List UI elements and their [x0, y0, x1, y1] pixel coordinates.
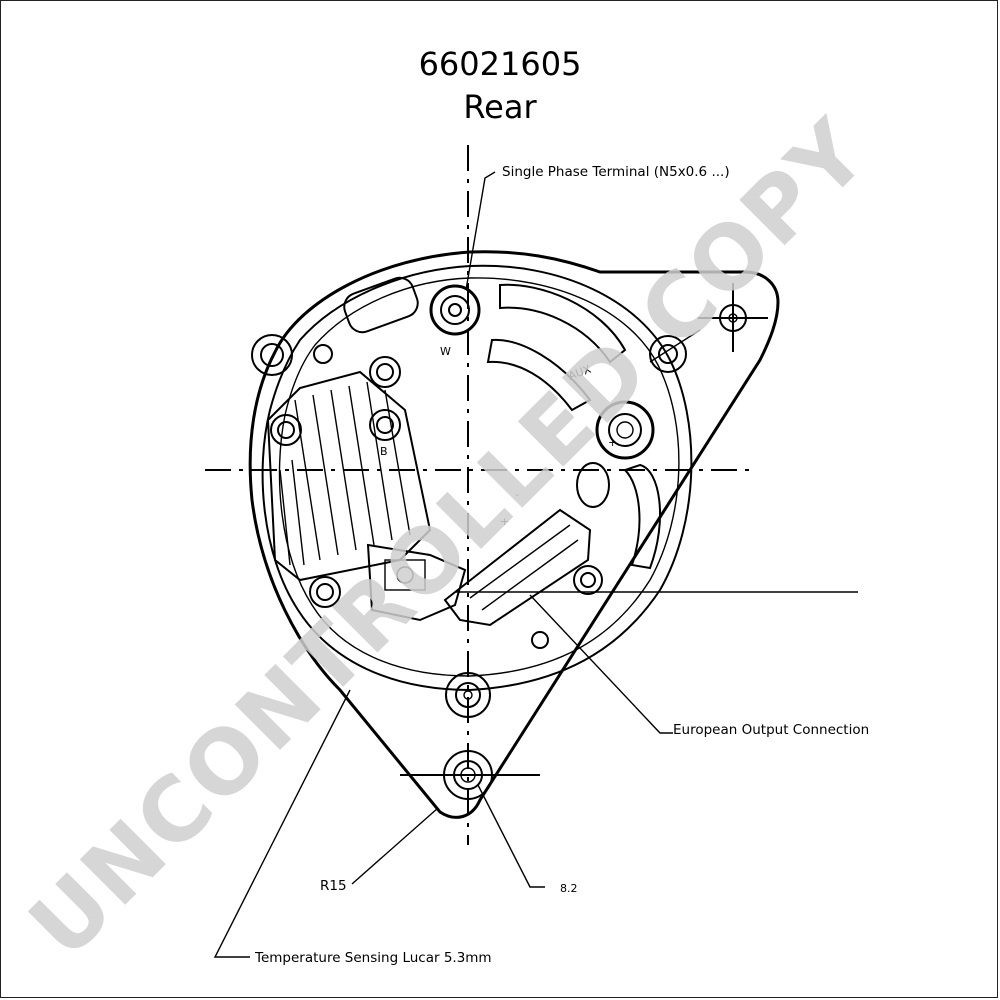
mounting-bolts [251, 284, 687, 718]
leader-8-2 [477, 784, 545, 888]
bolt-bottom [445, 672, 491, 718]
drawing-title: 66021605 [419, 45, 582, 83]
plus-marking: + [608, 436, 617, 449]
bolt-top-right [649, 335, 687, 373]
adjustment-ear-hole [698, 283, 768, 352]
connector-minus-marking: - [515, 488, 519, 501]
regulator-heatsink [266, 370, 432, 582]
bolt-left [270, 414, 302, 446]
drawing-subtitle: Rear [463, 88, 537, 126]
alternator-housing [248, 250, 780, 819]
cooling-slots [313, 276, 661, 649]
bolt-lower-right [573, 565, 603, 595]
bolt-lower-left [309, 576, 341, 608]
leader-ear [649, 329, 701, 363]
w-marking: W [440, 345, 451, 358]
r15-label: R15 [320, 878, 347, 894]
leader-single-phase [465, 171, 496, 291]
single-phase-terminal [429, 284, 481, 336]
b-plus-terminal [595, 400, 655, 460]
b-marking: B [380, 445, 388, 458]
leader-r15 [351, 807, 439, 885]
leader-lines [213, 171, 858, 958]
hole-diameter-label: 8.2 [560, 882, 578, 895]
connector-plus-marking: + [500, 515, 509, 528]
mounting-hole [400, 750, 540, 800]
bolt-top-left [251, 334, 293, 376]
single-phase-terminal-label: Single Phase Terminal (N5x0.6 ...) [502, 164, 730, 180]
european-output-connector [366, 508, 592, 627]
bolt-upper-left-inner [369, 356, 401, 388]
european-output-label: European Output Connection [673, 722, 869, 738]
bolt-left-inner [369, 409, 401, 441]
leader-temperature-sensing [213, 689, 351, 958]
uncontrolled-copy-watermark: UNCONTROLLED COPY [10, 100, 888, 978]
leader-european-output [529, 594, 673, 734]
temperature-sensing-label: Temperature Sensing Lucar 5.3mm [254, 950, 492, 966]
